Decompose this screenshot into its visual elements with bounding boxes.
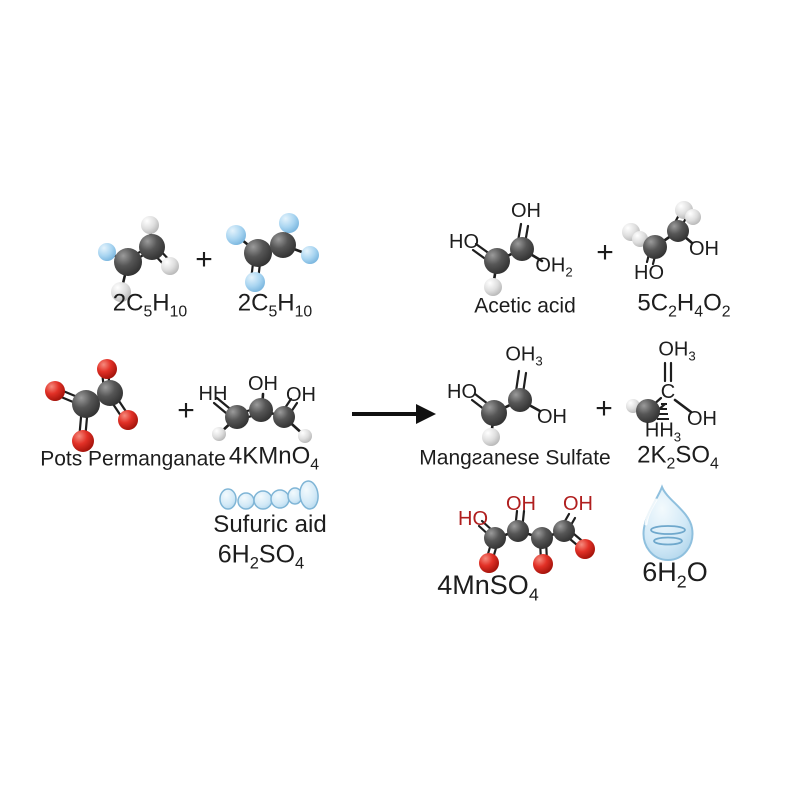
molecule-kmno4-model (212, 392, 312, 443)
kmno4-group-hh: HH (198, 383, 228, 405)
plus-sign-1: + (195, 243, 213, 276)
label-pentene-a-formula: 2C5H10 (112, 289, 188, 321)
k2so4-group-c: C (660, 381, 676, 403)
label-pentene-b-formula: 2C5H10 (237, 289, 313, 321)
mnsulfate-group-ho: HO (447, 381, 477, 403)
label-sulfuric-formula: 6H2SO4 (217, 540, 305, 573)
k2so4-group-oh3: OH3 (658, 338, 696, 364)
label-mnsulfate-name: Mangƨanese Sulfate (419, 446, 611, 470)
kmno4-group-oh-right: OH (286, 384, 316, 406)
label-mnso4-formula: 4MnSO4 (437, 569, 539, 605)
label-water-formula: 6H2O (642, 556, 708, 592)
c2h4o2-group-oh: OH (689, 238, 719, 260)
label-kmno4-formula: 4KMnO4 (228, 442, 320, 474)
molecule-c2h4o2-model (622, 201, 701, 266)
acetic-group-oh-top: OH (511, 200, 541, 222)
mnso4-group-ho: HO (458, 508, 488, 530)
molecule-pentene-a-model (98, 216, 179, 302)
plus-sign-2: + (596, 236, 614, 269)
plus-sign-4: + (595, 392, 613, 425)
label-k2so4-formula: 2K2SO4 (637, 441, 719, 473)
mnso4-group-oh-topright: OH (563, 493, 593, 515)
acetic-group-oh2-right: OH2 (535, 254, 573, 280)
molecule-pentene-b-model (226, 213, 319, 292)
molecule-k2so4-model (626, 361, 693, 423)
k2so4-group-hh3: HH3 (644, 419, 682, 445)
reaction-arrow (352, 404, 436, 424)
label-c2h4o2-formula: 5C2H4O2 (637, 289, 731, 321)
water-droplet (642, 484, 694, 562)
sulfuric-acid-bubbles (219, 480, 319, 510)
mnsulfate-group-oh: OH (537, 406, 567, 428)
mnso4-group-oh-top: OH (506, 493, 536, 515)
c2h4o2-group-ho: HO (634, 262, 664, 284)
acetic-group-ho-left: HO (449, 231, 479, 253)
label-sulfuric-name: Sufuric aid (213, 511, 327, 538)
molecule-mnso4-model (477, 509, 595, 574)
kmno4-group-oh-top: OH (248, 373, 278, 395)
molecule-acetic-model (471, 222, 544, 296)
molecule-permanganate-model (45, 359, 138, 452)
label-permanganate-name: Pots Permanganate (40, 447, 226, 471)
molecule-mnsulfate-model (470, 369, 542, 446)
label-acetic-name: Acetic acid (474, 294, 576, 318)
mnsulfate-group-oh3: OH3 (505, 343, 543, 369)
plus-sign-3: + (177, 394, 195, 427)
k2so4-group-oh: OH (687, 408, 717, 430)
